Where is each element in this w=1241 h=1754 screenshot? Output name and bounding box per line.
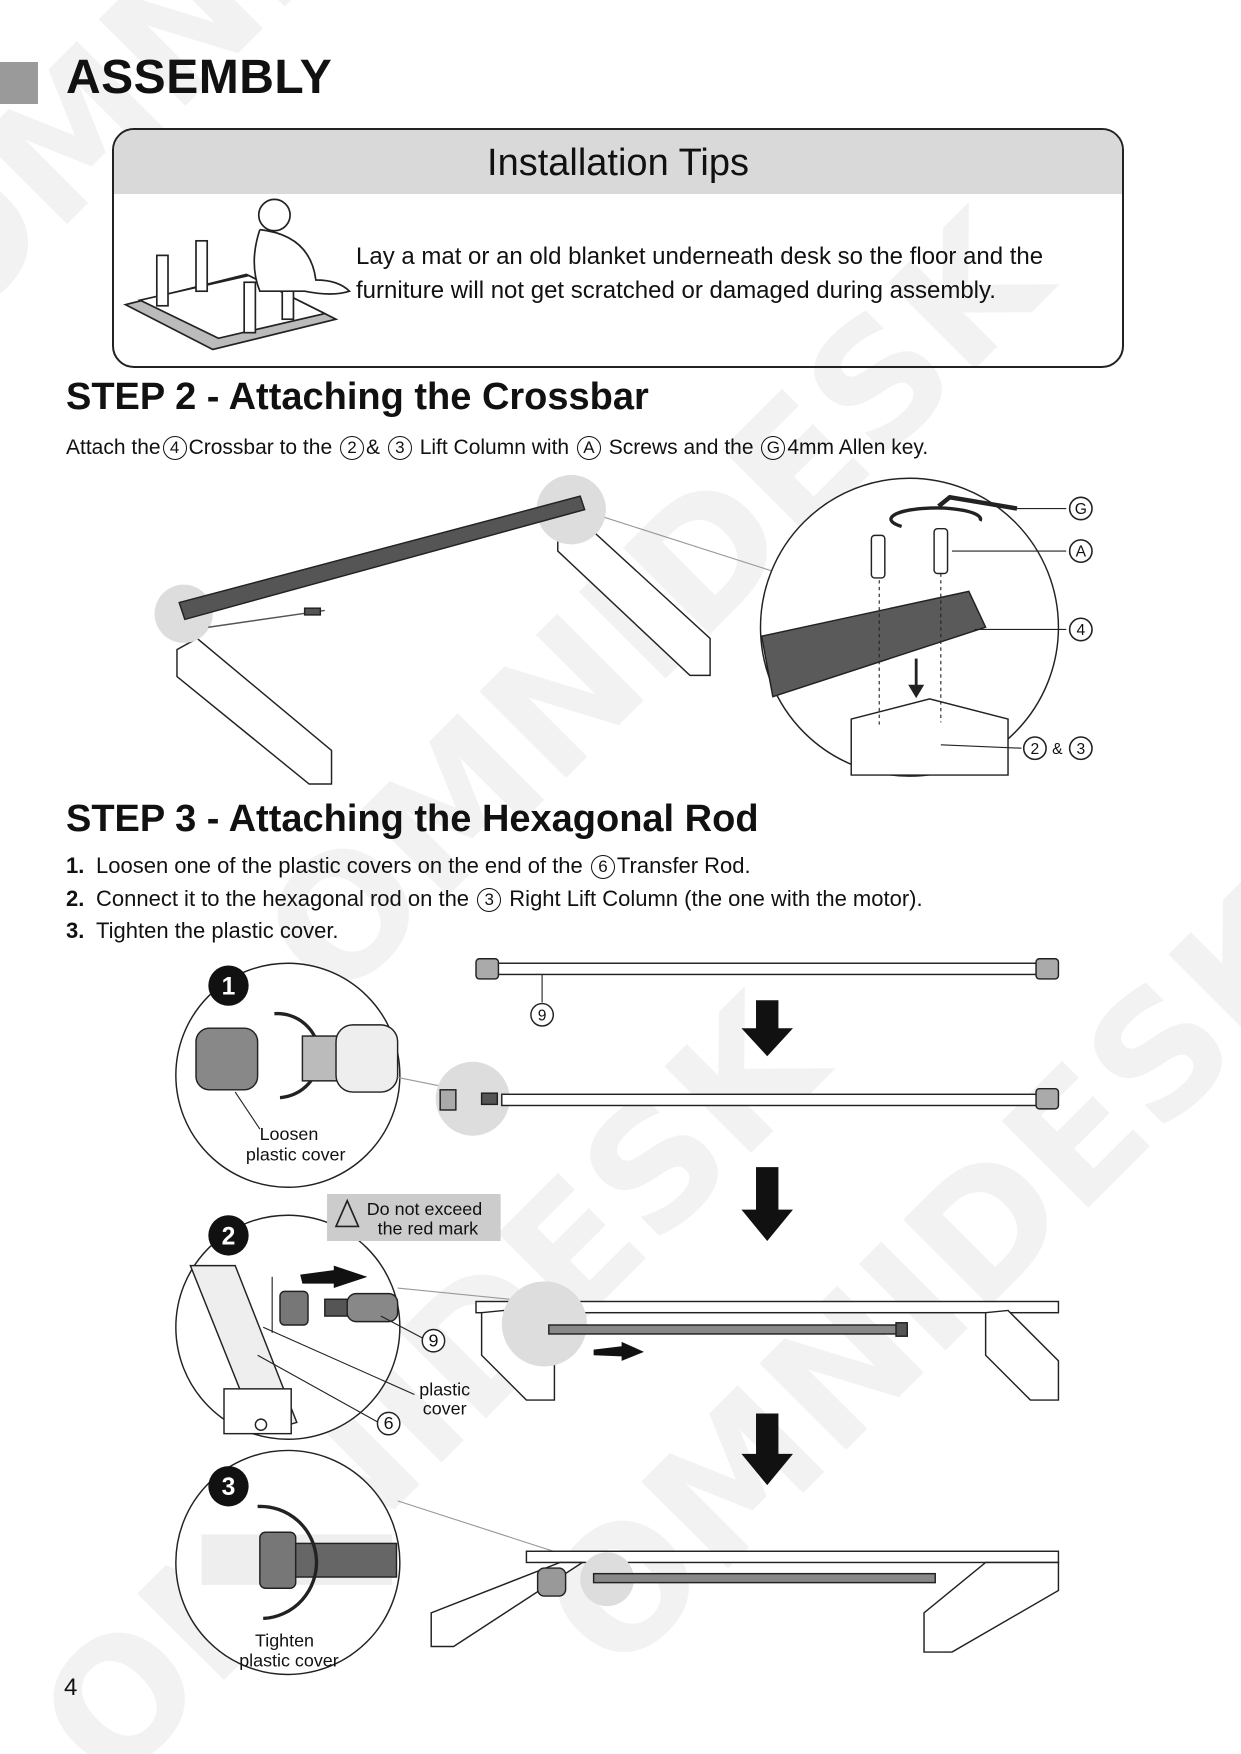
part-ref: A (576, 436, 601, 460)
svg-text:the red mark: the red mark (378, 1218, 479, 1238)
step2-heading: STEP 2 - Attaching the Crossbar (66, 376, 649, 418)
svg-text:&: & (1052, 741, 1063, 758)
svg-text:9: 9 (538, 1007, 547, 1024)
text: 4mm Allen key. (787, 436, 929, 459)
part-ref: 3 (387, 436, 412, 460)
svg-text:9: 9 (428, 1330, 438, 1350)
part-ref: 4 (162, 436, 187, 460)
section-marker (0, 62, 38, 104)
tips-illustration (123, 198, 352, 351)
svg-text:Loosen: Loosen (260, 1124, 319, 1144)
svg-text:Do not exceed: Do not exceed (367, 1199, 482, 1219)
svg-text:3: 3 (1076, 741, 1085, 758)
svg-text:2: 2 (1031, 741, 1040, 758)
step3-heading: STEP 3 - Attaching the Hexagonal Rod (66, 798, 759, 840)
svg-text:6: 6 (384, 1413, 394, 1433)
badge-3: 3 (222, 1474, 236, 1501)
step3-list: 1.Loosen one of the plastic covers on th… (66, 850, 923, 948)
part-ref: G (761, 436, 786, 460)
list-item: 1.Loosen one of the plastic covers on th… (66, 853, 751, 879)
svg-text:A: A (1076, 544, 1087, 561)
tips-line-1: Lay a mat or an old blanket underneath d… (356, 243, 1044, 270)
part-ref: 6 (590, 855, 615, 879)
page-number: 4 (64, 1674, 78, 1701)
text: Crossbar to the (188, 436, 333, 459)
text: & (365, 436, 380, 459)
part-ref: 3 (477, 887, 502, 912)
tips-line-2: furniture will not get scratched or dama… (356, 277, 996, 304)
svg-text:plastic cover: plastic cover (246, 1144, 346, 1164)
svg-text:4: 4 (1076, 622, 1085, 639)
hex-rod-diagram: 9 Loosen plastic cover (175, 958, 1060, 1676)
tips-text: Lay a mat or an old blanket underneath d… (356, 240, 1116, 308)
section-title: ASSEMBLY (66, 51, 333, 104)
svg-text:G: G (1075, 501, 1087, 518)
installation-tips-box: Installation Tips (112, 128, 1124, 368)
down-arrow-icon (741, 1000, 793, 1486)
crossbar-diagram: G A 4 2 & 3 (154, 474, 1093, 785)
list-item: 2.Connect it to the hexagonal rod on the… (66, 885, 923, 912)
text: Lift Column with (419, 436, 570, 459)
part-ref: 2 (339, 436, 364, 460)
text: Attach the (66, 436, 161, 459)
list-item: 3.Tighten the plastic cover. (66, 918, 339, 943)
tips-title: Installation Tips (114, 130, 1122, 194)
svg-text:plastic: plastic (419, 1380, 470, 1400)
badge-2: 2 (222, 1223, 236, 1250)
badge-1: 1 (222, 974, 236, 1001)
svg-text:cover: cover (423, 1399, 467, 1419)
text: Screws and the (608, 436, 754, 459)
svg-text:Tighten: Tighten (255, 1630, 314, 1650)
svg-text:plastic cover: plastic cover (239, 1651, 339, 1671)
